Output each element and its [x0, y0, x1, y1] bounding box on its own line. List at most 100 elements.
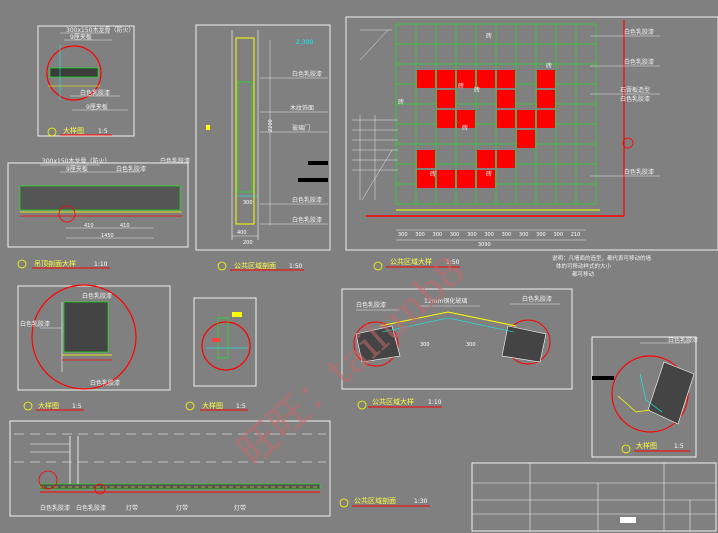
red-pattern-cell [537, 90, 555, 108]
detail-2-label-b: 9厘夹板 [66, 165, 88, 173]
detail-5-column [63, 301, 109, 353]
detail-9-beam [39, 483, 321, 490]
detail-1-label-a: 300x150木龙骨（防火） [66, 26, 134, 34]
detail-5-label-c: 白色乳胶漆 [90, 379, 120, 387]
detail-9-label-a: 白色乳胶漆 [40, 504, 70, 512]
detail-5-circle [31, 284, 137, 390]
detail-1-label-c: 白色乳胶漆 [80, 89, 110, 97]
detail-2-slab [19, 185, 181, 211]
detail-9-title: 公共区域剖面 [354, 496, 396, 505]
detail-3-glass [237, 81, 253, 193]
detail-4-note-line-3: 都可移动 [572, 270, 595, 278]
detail-4-frame [345, 16, 718, 251]
detail-9-frame [9, 420, 331, 517]
svg-text:砖: 砖 [398, 98, 404, 106]
detail-2: 300x150木龙骨（防火） 9厘夹板 白色乳胶漆 白色乳胶漆 410 410 … [7, 157, 190, 269]
detail-5-scale: 1:5 [72, 403, 82, 410]
detail-1-scale: 1:5 [98, 128, 108, 135]
svg-text:砖: 砖 [486, 32, 492, 40]
detail-4-note-line-1: 说明：凡墙面的造型，都代表可移动的墙 [552, 254, 652, 262]
detail-2-scale: 1:10 [94, 261, 108, 268]
detail-2-label-c: 白色乳胶漆 [116, 165, 146, 173]
detail-7-label-a: 白色乳胶漆 [356, 301, 386, 309]
detail-3-dim-small: 300 [243, 200, 253, 206]
detail-3-label-c: 玻璃门 [292, 124, 310, 132]
detail-5-marker [23, 401, 33, 411]
svg-text:砖: 砖 [474, 86, 480, 94]
detail-7-label-c: 白色乳胶漆 [522, 295, 552, 303]
detail-2-label-d: 白色乳胶漆 [160, 157, 190, 165]
detail-4-marker [373, 261, 383, 271]
detail-4-dim-segment: 300 [502, 232, 512, 238]
detail-6-scale: 1:5 [236, 403, 246, 410]
red-pattern-cell [417, 150, 435, 168]
detail-5-label-b: 白色乳胶漆 [82, 292, 112, 300]
detail-4-dim-segment: 300 [553, 232, 563, 238]
detail-2-label-a: 300x150木龙骨（防火） [42, 157, 110, 165]
title-block-frame [471, 462, 717, 532]
detail-8-scale: 1:5 [674, 443, 684, 450]
detail-2-title: 吊顶剖面大样 [34, 259, 76, 268]
detail-4-dim-segment: 300 [484, 232, 494, 238]
detail-6-red-mark [212, 338, 220, 342]
detail-4-dim-segment: 300 [450, 232, 460, 238]
detail-5: 白色乳胶漆 白色乳胶漆 白色乳胶漆 大样图 1:5 [17, 284, 171, 411]
detail-8-circle [611, 355, 689, 433]
detail-1-marker [47, 127, 57, 137]
detail-2-dim-total: 1450 [101, 233, 114, 239]
detail-8-block [647, 361, 695, 425]
detail-9-marker [339, 498, 349, 508]
red-pattern-cell [417, 170, 435, 188]
detail-3-label-d: 白色乳胶漆 [292, 196, 322, 204]
detail-3-black-mark-b [298, 178, 328, 182]
detail-3-frame [195, 24, 331, 251]
red-pattern-cell [437, 90, 455, 108]
detail-4-dim-segment: 300 [398, 232, 408, 238]
detail-8-yellow-line [617, 395, 651, 413]
detail-4-dim-segment: 300 [536, 232, 546, 238]
detail-7-label-b: 12mm钢化玻璃 [424, 297, 467, 305]
title-block [471, 462, 717, 532]
detail-6-marker [185, 401, 195, 411]
detail-5-label-a: 白色乳胶漆 [20, 320, 50, 328]
detail-6: 大样图 1:5 [185, 297, 257, 411]
red-pattern-cell [417, 70, 435, 88]
detail-1-title: 大样图 [63, 126, 84, 135]
detail-7-circle-left [353, 321, 399, 367]
detail-3-yellow-tick [206, 125, 210, 130]
svg-text:砖: 砖 [486, 170, 492, 178]
detail-3: 2200 300 400 200 2.300 白色乳胶漆 木纹饰面 玻璃门 白色… [195, 24, 331, 271]
detail-4-dim-segment: 210 [571, 232, 581, 238]
red-pattern-cell [437, 70, 455, 88]
red-pattern-cell [497, 110, 515, 128]
detail-2-detail-circle [58, 205, 76, 223]
detail-9-label-e: 灯带 [234, 504, 246, 512]
detail-7-dim-right: 300 [466, 342, 476, 348]
detail-1-label-b: 9厘夹板 [70, 33, 92, 41]
svg-text:砖: 砖 [430, 170, 436, 178]
detail-4-dim-segment: 300 [519, 232, 529, 238]
detail-8-label-a: 白色乳胶漆 [668, 336, 698, 344]
detail-4-scale: 1:50 [446, 259, 460, 266]
detail-3-label-a: 白色乳胶漆 [292, 70, 322, 78]
detail-4-dim-total: 3090 [478, 242, 491, 248]
detail-3-marker [217, 261, 227, 271]
detail-3-dim-bottom-a: 400 [237, 230, 247, 236]
detail-9-label-b: 白色乳胶漆 [76, 504, 106, 512]
detail-9-label-c: 灯带 [126, 504, 138, 512]
detail-4-red-pattern [417, 70, 555, 188]
detail-4-tile-marks: 砖 砖 砖 砖 砖 砖 砖 砖 [398, 32, 552, 178]
detail-4-label-e: 白色乳胶漆 [624, 168, 654, 176]
detail-6-frame [193, 297, 257, 387]
detail-1: 300x150木龙骨（防火） 9厘夹板 白色乳胶漆 9厘夹板 大样图 1:5 [37, 25, 135, 137]
detail-6-circle [201, 321, 251, 371]
detail-7-marker [357, 400, 367, 410]
detail-7: 白色乳胶漆 12mm钢化玻璃 白色乳胶漆 300 300 公共区域大样 1:10 [341, 288, 573, 410]
detail-3-panel [235, 37, 255, 225]
red-pattern-cell [517, 130, 535, 148]
red-pattern-cell [537, 110, 555, 128]
detail-3-label-e: 白色乳胶漆 [292, 216, 322, 224]
